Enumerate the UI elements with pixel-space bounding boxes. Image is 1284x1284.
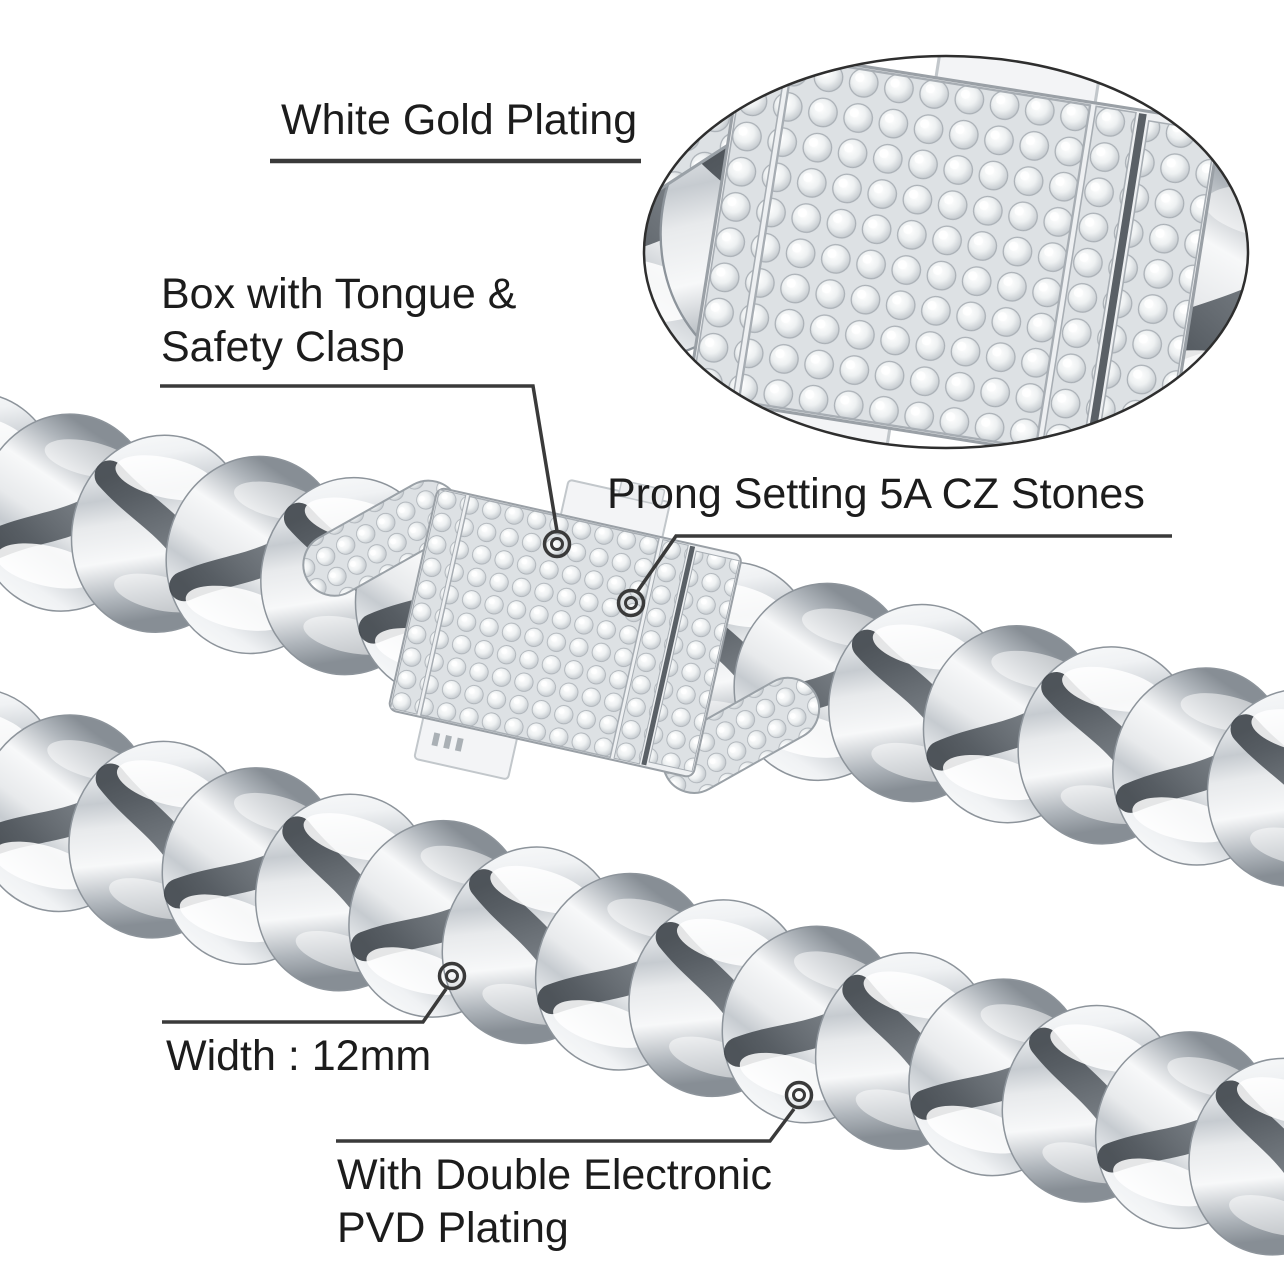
callout-marker-width [437, 961, 467, 991]
annotation-layer [160, 158, 1172, 1143]
leader-line-prong-setting [635, 534, 1172, 594]
leader-line-pvd-plating [336, 1107, 796, 1143]
annotation-label-line: Safety Clasp [161, 323, 405, 371]
zoom-inset-border [642, 54, 1250, 450]
annotation-label-line: Width : 12mm [166, 1032, 432, 1080]
chain-link [1233, 150, 1284, 496]
callout-marker-width-inner [445, 969, 459, 983]
zoom-inset-content [644, 56, 1284, 496]
callout-marker-pvd-plating [784, 1080, 814, 1110]
callout-marker-pvd-plating-inner [792, 1088, 806, 1102]
callout-marker-prong-setting [616, 588, 646, 618]
annotation-label-pvd-plating: With Double Electronic PVD Plating [337, 1149, 772, 1255]
annotation-label-line: PVD Plating [337, 1204, 569, 1252]
annotation-label-white-gold-plating: White Gold Plating [281, 94, 637, 147]
annotation-label-line: White Gold Plating [281, 96, 638, 144]
annotation-label-line: Prong Setting 5A CZ Stones [607, 470, 1145, 518]
annotation-label-prong-setting: Prong Setting 5A CZ Stones [607, 468, 1145, 521]
callout-marker-box-clasp [542, 529, 572, 559]
leader-line-width [162, 987, 448, 1024]
callout-marker-box-clasp-inner [550, 537, 564, 551]
leader-line-box-clasp [160, 384, 559, 532]
annotation-label-width: Width : 12mm [166, 1030, 431, 1083]
annotation-label-line: Box with Tongue & [161, 270, 517, 318]
annotation-label-line: With Double Electronic [337, 1151, 772, 1199]
annotation-label-box-clasp: Box with Tongue & Safety Clasp [161, 268, 516, 374]
callout-marker-prong-setting-inner [624, 596, 638, 610]
